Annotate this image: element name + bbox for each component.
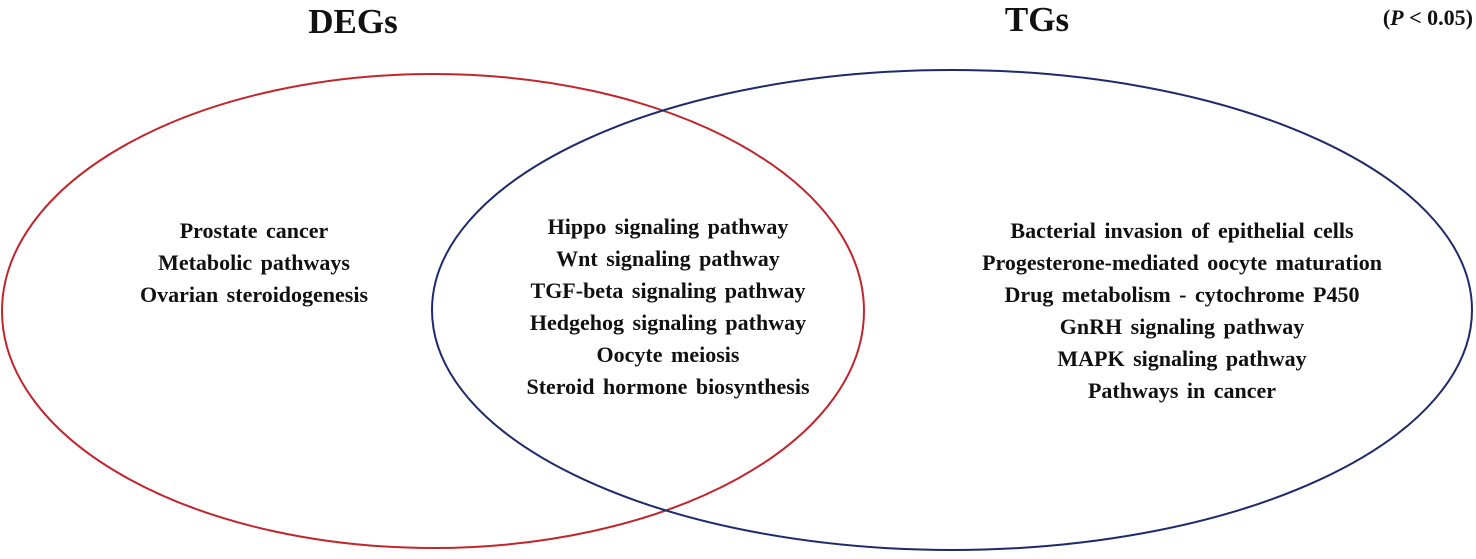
tgs-only-region: Bacterial invasion of epithelial cells P…	[982, 215, 1382, 407]
tgs-set-ellipse	[431, 69, 1473, 551]
pathway-label: Drug metabolism - cytochrome P450	[1004, 282, 1360, 307]
significance-threshold: (P < 0.05)	[1383, 5, 1473, 31]
degs-set-ellipse	[1, 73, 865, 549]
pathway-label: MAPK signaling pathway	[1057, 346, 1307, 371]
significance-suffix: < 0.05)	[1403, 5, 1473, 30]
pathway-label: Steroid hormone biosynthesis	[526, 374, 810, 399]
tgs-set-title: TGs	[1004, 0, 1070, 39]
pathway-label: Ovarian steroidogenesis	[139, 282, 369, 307]
shared-region: Hippo signaling pathway Wnt signaling pa…	[526, 211, 809, 403]
pathway-label: Hedgehog signaling pathway	[529, 310, 807, 335]
degs-only-region: Prostate cancer Metabolic pathways Ovari…	[140, 215, 368, 311]
pathway-label: GnRH signaling pathway	[1059, 314, 1305, 339]
degs-set-title: DEGs	[308, 2, 398, 41]
pathway-label: Wnt signaling pathway	[556, 246, 780, 271]
pathway-label: Pathways in cancer	[1087, 378, 1277, 403]
pathway-label: Hippo signaling pathway	[547, 214, 789, 239]
pathway-label: Oocyte meiosis	[596, 342, 740, 367]
pathway-label: Progesterone-mediated oocyte maturation	[982, 250, 1382, 275]
pathway-label: Metabolic pathways	[158, 250, 350, 275]
pathway-label: Bacterial invasion of epithelial cells	[1010, 218, 1354, 243]
pathway-label: TGF-beta signaling pathway	[530, 278, 806, 303]
pathway-label: Prostate cancer	[179, 218, 329, 243]
significance-symbol: P	[1390, 5, 1404, 30]
significance-prefix: (	[1382, 5, 1391, 30]
